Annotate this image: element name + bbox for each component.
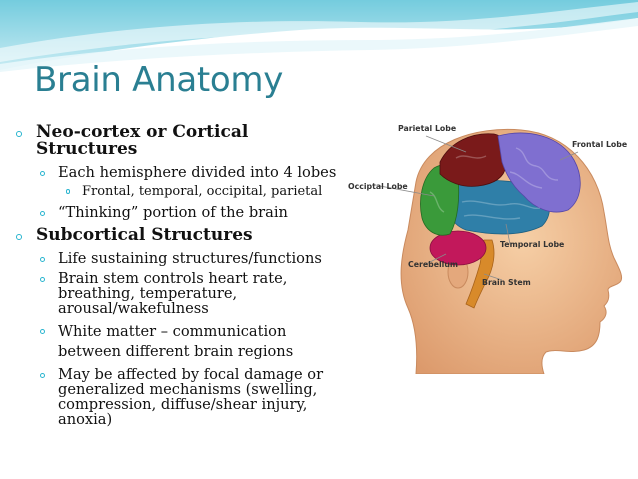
bullet-icon	[16, 234, 22, 240]
bullet-icon	[40, 171, 45, 177]
bullet-icon	[16, 131, 22, 137]
cerebellum-shape	[429, 230, 487, 266]
bullet-content: Neo-cortex or Cortical Structures Each h…	[16, 124, 356, 427]
slide-title: Brain Anatomy	[34, 60, 284, 100]
label-frontal-lobe: Frontal Lobe	[572, 140, 628, 149]
bullet-icon	[40, 211, 45, 217]
bullet-icon	[40, 329, 45, 335]
list-item-line: between different brain regions	[58, 343, 294, 360]
section-cortical: Neo-cortex or Cortical Structures	[16, 124, 356, 158]
list-item-line: anoxia)	[58, 411, 113, 427]
list-item: May be affected by focal damage or gener…	[28, 367, 356, 427]
list-item-text: Each hemisphere divided into 4 lobes	[58, 164, 337, 181]
list-item: Life sustaining structures/functions	[28, 251, 356, 266]
label-temporal-lobe: Temporal Lobe	[500, 240, 565, 249]
list-item-text: “Thinking” portion of the brain	[58, 204, 288, 221]
label-cerebellum: Cerebellum	[408, 260, 459, 269]
list-item-line: White matter – communication	[58, 323, 287, 340]
bullet-icon	[40, 257, 45, 263]
bullet-icon	[40, 373, 45, 379]
list-item-line: compression, diffuse/shear injury,	[58, 396, 308, 413]
label-occipital-lobe: Occiptal Lobe	[348, 182, 408, 191]
section-heading: Subcortical Structures	[36, 225, 253, 245]
list-item-line: generalized mechanisms (swelling,	[58, 381, 318, 398]
label-parietal-lobe: Parietal Lobe	[398, 124, 457, 133]
list-item-text: Life sustaining structures/functions	[58, 250, 322, 267]
list-subitem: Frontal, temporal, occipital, parietal	[34, 184, 356, 199]
list-item: Brain stem controls heart rate, breathin…	[28, 271, 356, 316]
leader-lines	[379, 135, 579, 281]
list-item: “Thinking” portion of the brain	[28, 205, 356, 220]
brain-diagram: Parietal Lobe Frontal Lobe Occiptal Lobe…	[346, 112, 638, 375]
section-heading-line: Structures	[36, 139, 138, 159]
list-item-line: arousal/wakefulness	[58, 300, 209, 317]
bullet-icon	[40, 277, 45, 283]
list-item-line: May be affected by focal damage or	[58, 366, 324, 383]
header-wave-decoration	[0, 0, 638, 72]
label-brain-stem: Brain Stem	[482, 278, 531, 287]
list-item: Each hemisphere divided into 4 lobes	[28, 165, 356, 180]
section-subcortical: Subcortical Structures	[16, 227, 356, 244]
section-heading-line: Neo-cortex or Cortical	[36, 124, 249, 142]
bullet-icon	[66, 189, 71, 194]
list-item-line: Brain stem controls heart rate,	[58, 270, 288, 287]
gyri-texture	[429, 147, 559, 220]
brain-illustration	[379, 128, 623, 375]
frontal-lobe-shape	[497, 132, 581, 213]
list-item-line: breathing, temperature,	[58, 285, 238, 302]
list-item: White matter – communication between dif…	[28, 322, 356, 362]
list-subitem-text: Frontal, temporal, occipital, parietal	[82, 184, 323, 199]
